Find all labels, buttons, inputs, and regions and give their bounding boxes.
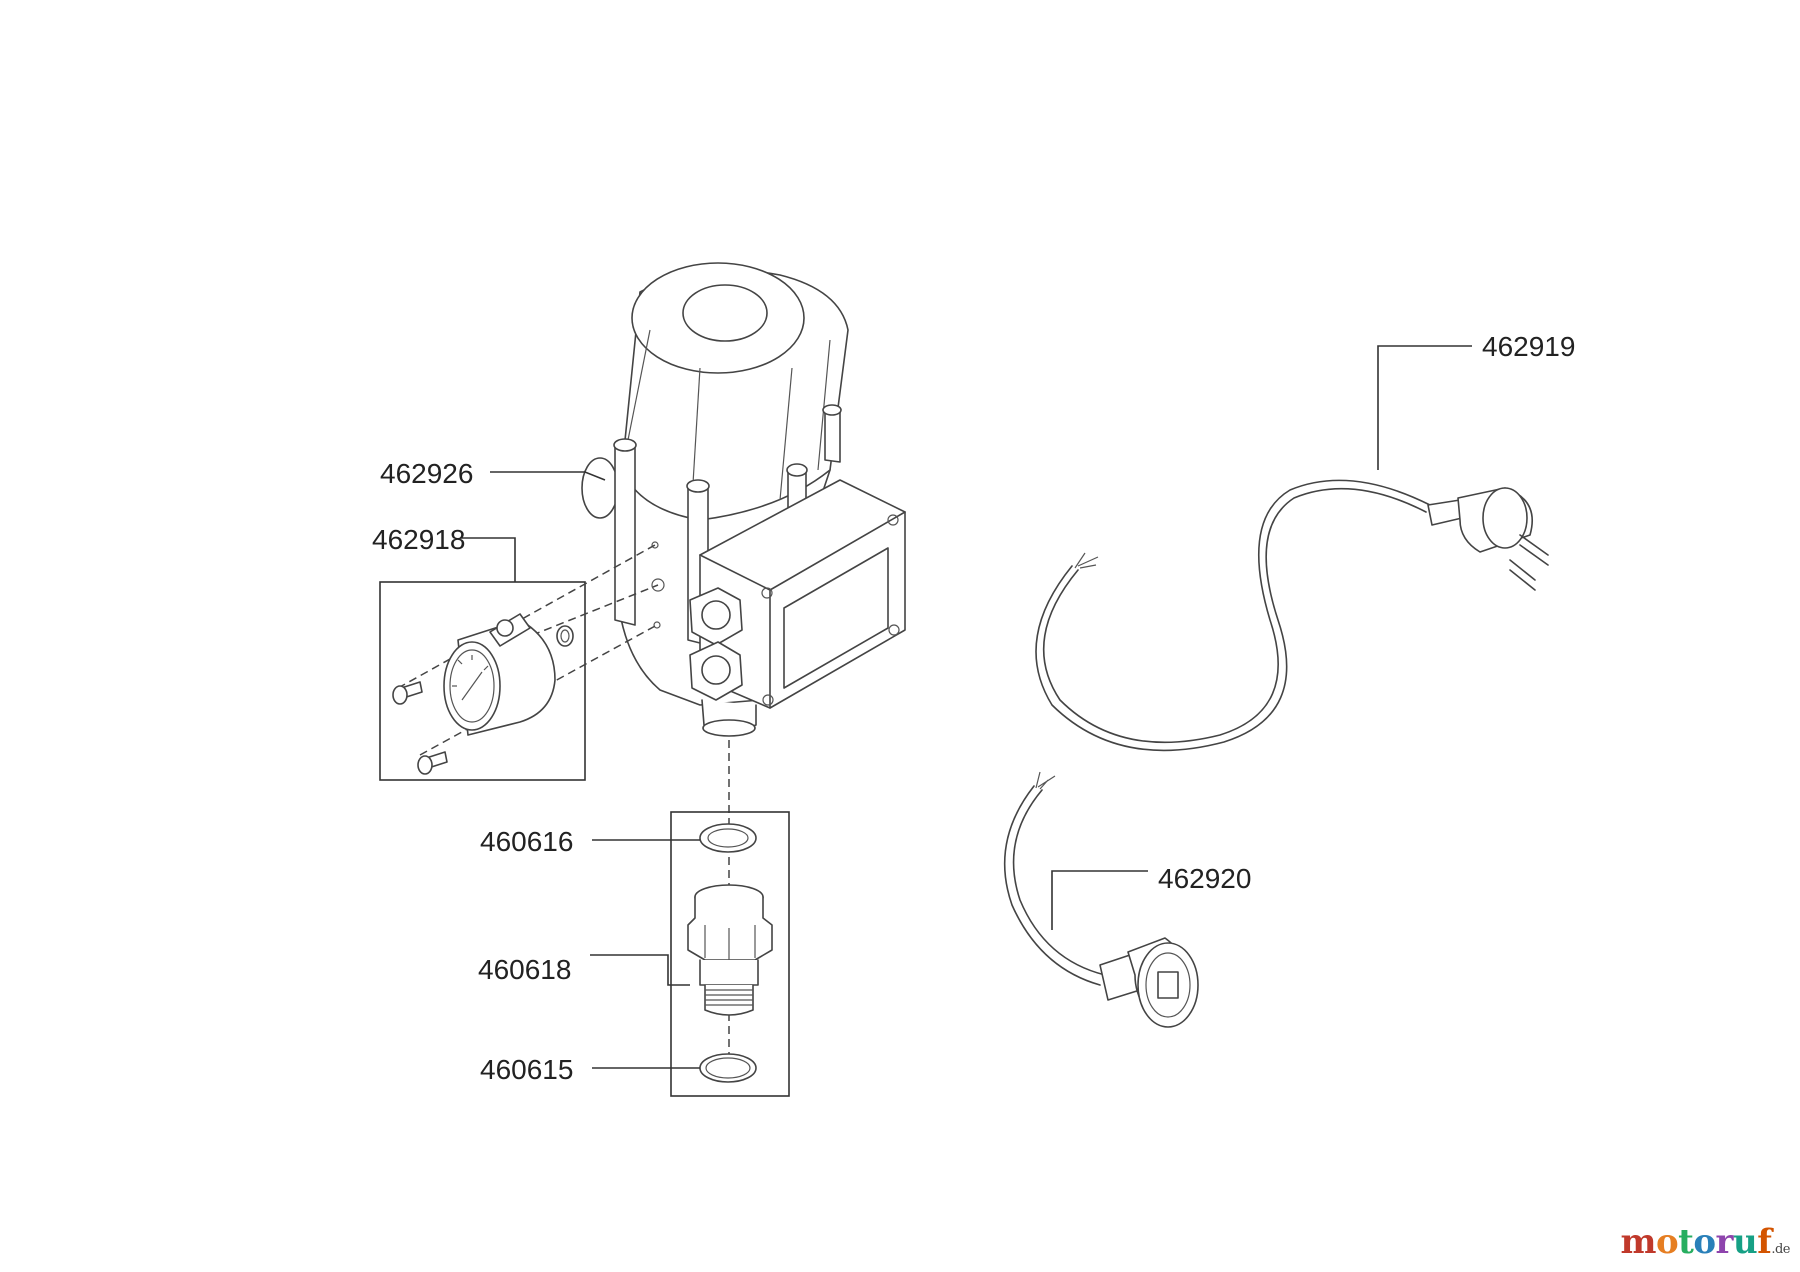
pressure-gauge-drawing	[379, 544, 659, 781]
fitting-group-box	[670, 811, 790, 1097]
watermark-logo: motoruf.de	[1620, 1222, 1790, 1262]
part-label-seal-upper: 460616	[480, 826, 573, 857]
leader-lines	[460, 345, 1472, 1069]
watermark-suffix: .de	[1771, 1242, 1790, 1257]
watermark-text: motoruf	[1620, 1222, 1772, 1262]
part-label-socket-cable: 462920	[1158, 863, 1251, 894]
part-label-pressure-gauge: 462918	[372, 524, 465, 555]
pump-housing-drawing	[581, 262, 906, 737]
gauge-group-box	[379, 581, 586, 781]
part-label-pump-housing: 462926	[380, 458, 473, 489]
socket-cable-drawing	[1003, 771, 1199, 1028]
fitting-group-drawing	[670, 811, 790, 1097]
part-label-seal-lower: 460615	[480, 1054, 573, 1085]
part-label-adapter-fitting: 460618	[478, 954, 571, 985]
part-label-power-cable-plug: 462919	[1482, 331, 1575, 362]
power-cable-plug-drawing	[1035, 479, 1549, 752]
